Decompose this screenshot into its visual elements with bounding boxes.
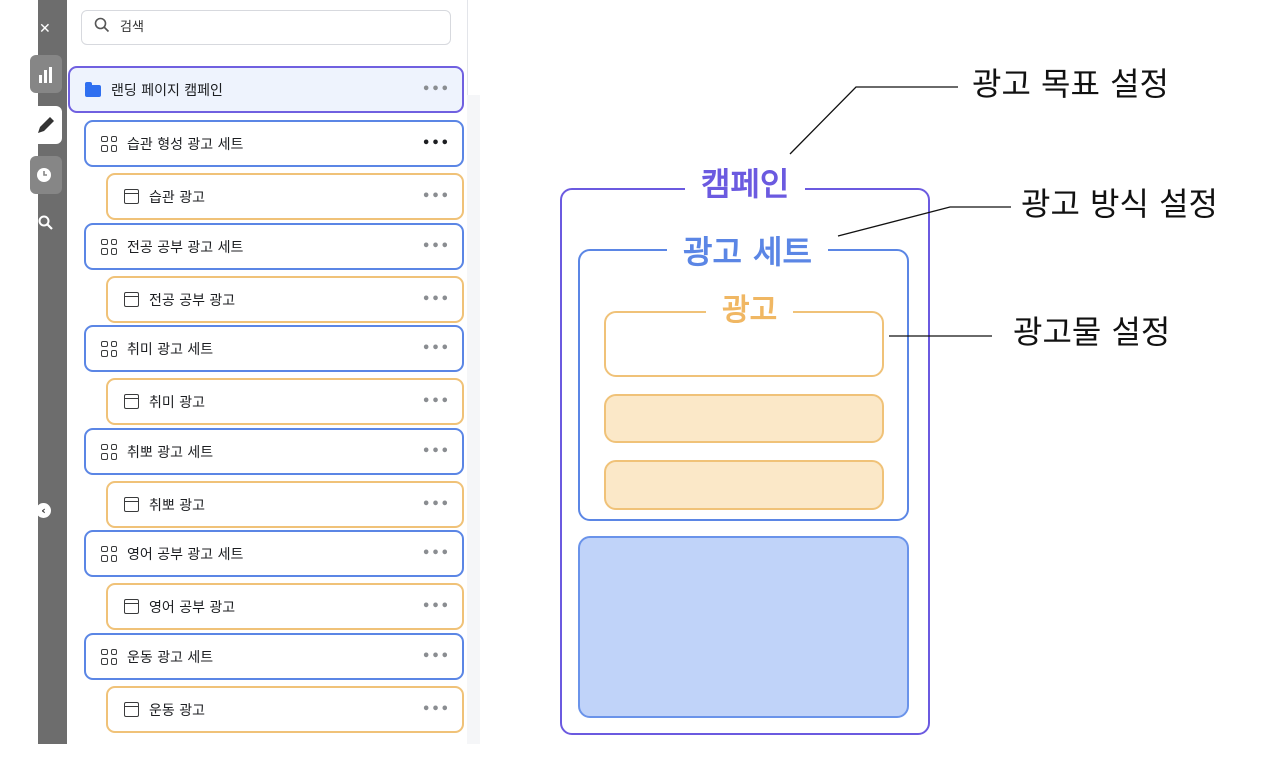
grid-icon xyxy=(100,238,118,256)
annotation-adset: 광고 방식 설정 xyxy=(1021,185,1218,223)
annotation-line-adset xyxy=(837,206,1011,237)
ad-row[interactable]: 영어 공부 광고 ••• xyxy=(106,583,464,630)
diagram-adset-box-filled xyxy=(578,536,909,718)
grid-icon xyxy=(100,648,118,666)
annotation-ad: 광고물 설정 xyxy=(1013,313,1171,351)
ad-label: 영어 공부 광고 xyxy=(149,599,236,616)
ad-window-icon xyxy=(122,188,140,206)
more-options-icon[interactable]: ••• xyxy=(422,292,450,307)
collapse-panel-button[interactable]: ‹ xyxy=(36,503,51,518)
diagram-adset-label: 광고 세트 xyxy=(667,236,828,268)
more-options-icon[interactable]: ••• xyxy=(422,394,450,409)
adset-label: 전공 공부 광고 세트 xyxy=(127,239,244,256)
search-input[interactable] xyxy=(118,17,422,34)
ad-row[interactable]: 전공 공부 광고 ••• xyxy=(106,276,464,323)
ad-window-icon xyxy=(122,598,140,616)
grid-icon xyxy=(100,443,118,461)
more-options-icon[interactable]: ••• xyxy=(422,649,450,664)
adset-label: 운동 광고 세트 xyxy=(127,649,214,666)
adset-label: 취미 광고 세트 xyxy=(127,341,214,358)
scroll-edge xyxy=(467,95,480,744)
annotation-campaign: 광고 목표 설정 xyxy=(972,65,1169,103)
ad-window-icon xyxy=(122,701,140,719)
more-options-icon[interactable]: ••• xyxy=(422,702,450,717)
annotation-line-campaign xyxy=(789,86,958,155)
clock-icon xyxy=(37,168,51,182)
more-options-icon[interactable]: ••• xyxy=(422,497,450,512)
more-options-icon[interactable]: ••• xyxy=(422,341,450,356)
diagram-ad-box xyxy=(604,394,884,443)
more-options-icon[interactable]: ••• xyxy=(422,546,450,561)
more-options-icon[interactable]: ••• xyxy=(422,136,450,151)
more-options-icon[interactable]: ••• xyxy=(422,444,450,459)
ad-window-icon xyxy=(122,393,140,411)
diagram-ad-label: 광고 xyxy=(706,296,794,326)
adset-label: 영어 공부 광고 세트 xyxy=(127,546,244,563)
campaign-row[interactable]: 랜딩 페이지 캠페인 ••• xyxy=(68,66,464,113)
adset-label: 취뽀 광고 세트 xyxy=(127,444,214,461)
diagram-ad-box xyxy=(604,460,884,510)
grid-icon xyxy=(100,340,118,358)
adset-row[interactable]: 습관 형성 광고 세트 ••• xyxy=(84,120,464,167)
more-options-icon[interactable]: ••• xyxy=(422,82,450,97)
adset-row[interactable]: 운동 광고 세트 ••• xyxy=(84,633,464,680)
diagram-campaign-label: 캠페인 xyxy=(685,168,806,200)
ad-label: 습관 광고 xyxy=(149,189,205,206)
close-icon[interactable]: ✕ xyxy=(39,21,51,37)
pencil-icon xyxy=(38,117,54,133)
adset-row[interactable]: 취뽀 광고 세트 ••• xyxy=(84,428,464,475)
adset-row[interactable]: 전공 공부 광고 세트 ••• xyxy=(84,223,464,270)
ad-row[interactable]: 운동 광고 ••• xyxy=(106,686,464,733)
rail-button-history[interactable] xyxy=(30,156,62,194)
campaign-label: 랜딩 페이지 캠페인 xyxy=(111,82,223,99)
rail-button-charts[interactable] xyxy=(30,55,62,93)
ad-row[interactable]: 취미 광고 ••• xyxy=(106,378,464,425)
adset-label: 습관 형성 광고 세트 xyxy=(127,136,244,153)
ad-window-icon xyxy=(122,291,140,309)
rail-button-edit[interactable] xyxy=(30,106,62,144)
ad-label: 운동 광고 xyxy=(149,702,205,719)
ad-row[interactable]: 취뽀 광고 ••• xyxy=(106,481,464,528)
adset-row[interactable]: 영어 공부 광고 세트 ••• xyxy=(84,530,464,577)
ad-row[interactable]: 습관 광고 ••• xyxy=(106,173,464,220)
ad-label: 취미 광고 xyxy=(149,394,205,411)
ad-window-icon xyxy=(122,496,140,514)
more-options-icon[interactable]: ••• xyxy=(422,239,450,254)
grid-icon xyxy=(100,135,118,153)
ad-label: 전공 공부 광고 xyxy=(149,292,236,309)
zoom-icon[interactable] xyxy=(38,215,54,235)
folder-icon xyxy=(84,81,102,99)
search-box[interactable] xyxy=(81,10,451,45)
adset-row[interactable]: 취미 광고 세트 ••• xyxy=(84,325,464,372)
grid-icon xyxy=(100,545,118,563)
ad-label: 취뽀 광고 xyxy=(149,497,205,514)
more-options-icon[interactable]: ••• xyxy=(422,189,450,204)
more-options-icon[interactable]: ••• xyxy=(422,599,450,614)
search-icon xyxy=(94,17,110,37)
chart-icon xyxy=(39,67,52,83)
